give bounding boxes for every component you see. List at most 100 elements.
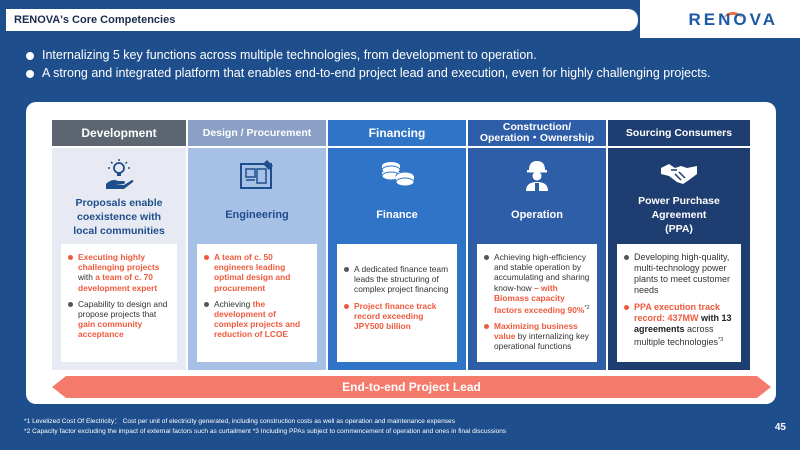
- column-construction-operation: Operation Achieving high-efficiency and …: [468, 148, 606, 370]
- card-text: 13 agreements: [634, 313, 732, 334]
- bullet-dot-icon: [204, 301, 209, 307]
- card-text: Capability to design and propose project…: [78, 298, 168, 320]
- column-title-line: local communities: [73, 225, 165, 237]
- card-item-text: PPA execution track record: 437MW with 1…: [634, 302, 735, 348]
- worker-icon: [468, 158, 606, 192]
- card-text: with: [78, 272, 96, 283]
- card-item: Executing highly challenging projects wi…: [67, 252, 171, 293]
- column-sourcing-consumers: Power Purchase Agreement (PPA) Developin…: [608, 148, 750, 370]
- column-header-label: Financing: [368, 126, 426, 140]
- band-label: End-to-end Project Lead: [342, 380, 481, 394]
- footnote: *1 Levelized Cost Of Electricity： Cost p…: [24, 418, 456, 425]
- column-title-ppa: Power Purchase Agreement (PPA): [612, 194, 746, 236]
- column-card-development: Executing highly challenging projects wi…: [61, 244, 177, 362]
- column-header-financing: Financing: [328, 120, 466, 146]
- column-card-financing: A dedicated finance team leads the struc…: [337, 244, 457, 362]
- column-header-design-procurement: Design / Procurement: [188, 120, 326, 146]
- intro-bullet: A strong and integrated platform that en…: [26, 65, 786, 82]
- renova-logo: RENOVA: [688, 10, 778, 29]
- column-header-label: Operation・Ownership: [479, 132, 595, 144]
- card-item: A dedicated finance team leads the struc…: [343, 264, 451, 295]
- title-box: RENOVA's Core Competencies: [6, 9, 638, 31]
- footnote: *2 Capacity factor excluding the impact …: [24, 428, 507, 435]
- card-text: by internalizing key operational functio…: [494, 331, 589, 352]
- column-header-sourcing-consumers: Sourcing Consumers: [608, 120, 750, 146]
- highlight-text: Maximizing business value: [494, 321, 578, 342]
- column-card-design-procurement: A team of c. 50 engineers leading optima…: [197, 244, 317, 362]
- highlight-text: – with Biomass capacity factors exceedin…: [494, 282, 585, 315]
- card-item: Maximizing business value by internalizi…: [483, 321, 591, 352]
- card-item-text: Achieving the development of complex pro…: [214, 299, 311, 340]
- double-arrow-icon: [52, 376, 771, 398]
- bullet-dot-icon: [484, 324, 489, 330]
- column-title-line: Agreement: [651, 209, 707, 221]
- column-title-line: Power Purchase: [638, 195, 720, 207]
- column-design-procurement: Engineering A team of c. 50 engineers le…: [188, 148, 326, 370]
- card-text: Developing high-quality, multi-technolog…: [634, 252, 731, 295]
- logo-sweep-icon: [724, 12, 742, 26]
- column-title-operation: Operation: [472, 208, 602, 222]
- card-item: Project finance track record exceeding J…: [343, 301, 451, 332]
- highlight-text: A team of c. 50 engineers leading optima…: [214, 252, 291, 293]
- card-item: Developing high-quality, multi-technolog…: [623, 252, 735, 296]
- title-bar: RENOVA's Core Competencies: [0, 0, 638, 38]
- column-card-operation: Achieving high-efficiency and stable ope…: [477, 244, 597, 362]
- bullet-dot-icon: [624, 255, 629, 260]
- intro-bullets: Internalizing 5 key functions across mul…: [26, 47, 786, 83]
- bullet-dot-icon: [344, 303, 349, 309]
- intro-bullet: Internalizing 5 key functions across mul…: [26, 47, 786, 64]
- card-text: Achieving: [214, 298, 253, 309]
- column-financing: Finance A dedicated finance team leads t…: [328, 148, 466, 370]
- column-title-financing: Finance: [332, 208, 462, 222]
- bullet-dot-icon: [484, 255, 489, 260]
- column-title-line: Proposals enable: [75, 197, 163, 209]
- intro-bullet-text: Internalizing 5 key functions across mul…: [42, 48, 537, 62]
- card-item-text: Executing highly challenging projects wi…: [78, 252, 171, 293]
- column-header-label: Development: [81, 126, 157, 140]
- column-header-label: Construction/: [502, 121, 572, 133]
- card-text: Achieving high-efficiency and stable ope…: [494, 252, 590, 293]
- column-title-line: Engineering: [225, 209, 289, 221]
- bullet-dot-icon: [26, 52, 34, 60]
- highlight-text: Executing highly challenging projects: [78, 252, 160, 273]
- card-item: Achieving the development of complex pro…: [203, 299, 311, 340]
- column-header-label: Sourcing Consumers: [625, 127, 733, 139]
- card-text: with: [698, 313, 722, 323]
- card-text: across multiple technologies: [634, 324, 719, 347]
- column-development: Proposals enable coexistence with local …: [52, 148, 186, 370]
- card-item: A team of c. 50 engineers leading optima…: [203, 252, 311, 293]
- highlight-text: a team of c. 70 development expert: [78, 272, 158, 293]
- column-title-line: Operation: [511, 209, 563, 221]
- page-number: 45: [774, 422, 786, 433]
- card-text: A dedicated finance team leads the struc…: [354, 264, 449, 295]
- column-title-line: Finance: [376, 209, 418, 221]
- end-to-end-band: End-to-end Project Lead: [52, 376, 771, 398]
- highlight-text: Project finance track record exceeding J…: [354, 300, 437, 332]
- card-item-text: Maximizing business value by internalizi…: [494, 321, 591, 352]
- card-item-text: Capability to design and propose project…: [78, 299, 171, 340]
- column-header-construction-operation: Construction/ Operation・Ownership: [468, 120, 606, 146]
- column-title-line: (PPA): [665, 223, 693, 235]
- column-title-line: coexistence with: [76, 211, 162, 223]
- page-title: RENOVA's Core Competencies: [14, 14, 176, 26]
- lightbulb-hand-icon: [52, 158, 186, 192]
- highlight-text: the development of complex projects and …: [214, 298, 301, 340]
- bullet-dot-icon: [204, 255, 209, 260]
- bullet-dot-icon: [26, 70, 34, 78]
- handshake-icon: [608, 158, 750, 188]
- bullet-dot-icon: [68, 301, 73, 307]
- bullet-dot-icon: [624, 305, 629, 310]
- column-card-ppa: Developing high-quality, multi-technolog…: [617, 244, 741, 362]
- card-item-text: Achieving high-efficiency and stable ope…: [494, 252, 591, 315]
- logo-area: RENOVA: [640, 0, 800, 38]
- coins-icon: [328, 158, 466, 192]
- intro-bullet-text: A strong and integrated platform that en…: [42, 66, 711, 80]
- highlight-text: gain community acceptance: [78, 319, 143, 340]
- column-header-label: Design / Procurement: [202, 127, 312, 139]
- card-item: PPA execution track record: 437MW with 1…: [623, 302, 735, 348]
- card-item: Capability to design and propose project…: [67, 299, 171, 340]
- card-item: Achieving high-efficiency and stable ope…: [483, 252, 591, 315]
- column-title-development: Proposals enable coexistence with local …: [56, 196, 182, 238]
- footnote-ref: *3: [718, 337, 724, 343]
- bullet-dot-icon: [344, 267, 349, 272]
